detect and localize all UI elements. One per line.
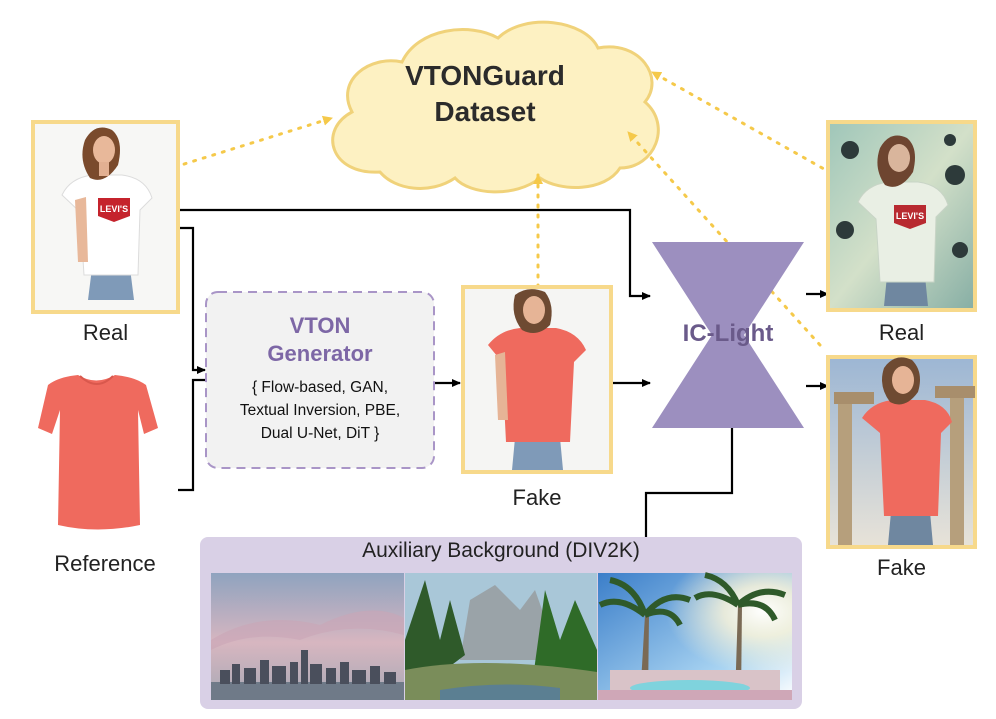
aux-image-palms <box>598 572 792 700</box>
vton-methods-line3: Dual U-Net, DiT } <box>260 425 380 442</box>
vton-methods-line2: Textual Inversion, PBE, <box>239 402 401 419</box>
aux-image-city <box>211 573 404 700</box>
auxiliary-background-title: Auxiliary Background (DIV2K) <box>362 539 640 562</box>
solid-connectors <box>178 208 829 538</box>
dotted-connectors <box>163 70 842 347</box>
dataset-cloud <box>331 20 660 194</box>
aux-image-forest <box>405 573 597 700</box>
dataset-title-line2: Dataset <box>434 96 536 127</box>
vton-generator-box <box>205 291 435 469</box>
label-real-left: Real <box>82 320 129 345</box>
vton-title-line1: VTON <box>289 313 351 338</box>
ic-light-label: IC-Light <box>682 320 774 347</box>
fake-photo-middle <box>461 285 613 474</box>
dataset-title-line1: VTONGuard <box>405 60 565 91</box>
dataset-title: VTONGuard Dataset <box>360 58 610 130</box>
label-fake-right: Fake <box>877 555 926 580</box>
vton-title-line2: Generator <box>267 341 373 366</box>
label-fake-middle: Fake <box>512 485 562 510</box>
levis-logo-relit: LEVI'S <box>896 211 924 221</box>
real-photo-right: LEVI'S <box>826 120 977 312</box>
fake-photo-right <box>826 355 977 549</box>
levis-logo: LEVI'S <box>100 204 128 214</box>
vton-generator-title: VTON Generator <box>210 312 430 368</box>
real-photo-left: LEVI'S <box>31 120 180 314</box>
label-reference: Reference <box>54 551 156 576</box>
ic-light-block <box>652 242 804 428</box>
label-real-right: Real <box>878 320 925 345</box>
vton-methods-line1: { Flow-based, GAN, <box>251 379 389 396</box>
vton-methods-list: { Flow-based, GAN, Textual Inversion, PB… <box>206 376 434 445</box>
reference-photo <box>33 358 178 543</box>
